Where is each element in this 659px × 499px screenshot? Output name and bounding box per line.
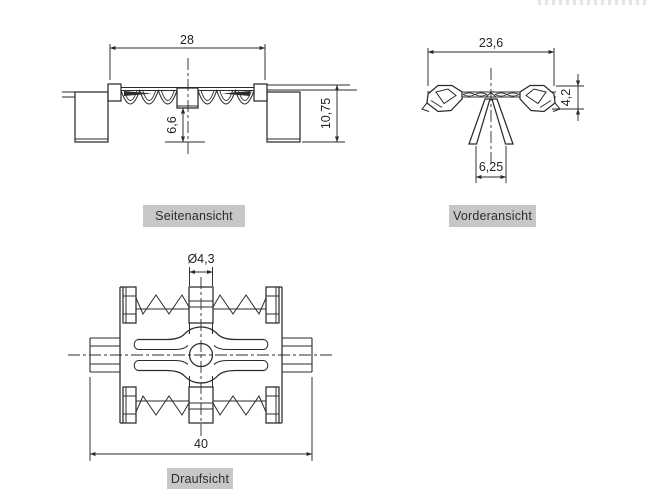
spring-leaf-tip-right (222, 91, 250, 96)
front-bar-lens-details (462, 92, 520, 97)
cropped-text-fragment (538, 0, 648, 5)
dim-40-text: 40 (194, 437, 208, 451)
dim-1075-text: 10,75 (319, 98, 333, 129)
dim-625-text: 6,25 (479, 160, 503, 174)
dim-42-text: 4,2 (559, 89, 573, 106)
dim-top-hole: Ø4,3 (187, 252, 215, 286)
top-view-label: Draufsicht (167, 468, 233, 489)
top-view-drawing: Ø4,3 40 (68, 252, 334, 461)
side-view-drawing: 28 6,6 10,75 (62, 33, 357, 155)
dim-side-height: 10,75 (302, 84, 345, 143)
dim-front-width: 23,6 (427, 36, 555, 86)
front-right-clip (519, 84, 561, 113)
front-view-drawing: 23,6 4,2 6,25 (421, 36, 584, 183)
front-left-leg (468, 98, 491, 145)
side-left-leg (74, 91, 109, 143)
top-zigzag-lower-left (135, 394, 190, 416)
dim-top-width: 40 (89, 377, 313, 461)
dim-40-extension-lines (89, 377, 313, 461)
side-center-block (176, 87, 199, 109)
dim-front-clip-height: 4,2 (552, 74, 584, 121)
side-left-rail (62, 91, 75, 98)
dim-side-center-depth: 6,6 (165, 107, 205, 143)
spring-scallops-right (197, 88, 255, 105)
top-corner-tabs (122, 286, 280, 424)
dim-66-text: 6,6 (165, 116, 179, 133)
top-slot-upper-inner (138, 345, 264, 351)
dim-side-width: 28 (109, 33, 266, 80)
top-zigzag-upper-right (212, 294, 267, 316)
top-slot-lower-inner (138, 359, 264, 365)
spring-scallops-left (120, 88, 178, 105)
top-block-ring-connectors (189, 323, 213, 387)
side-left-clip (107, 83, 122, 102)
top-left-rail (89, 337, 120, 373)
dim-side-width-text: 28 (180, 33, 194, 47)
top-zigzag-upper-left (135, 294, 190, 316)
spring-leaf-tip-left (124, 91, 152, 96)
dim-front-leg-gap: 6,25 (475, 146, 507, 183)
top-slot-end-caps (133, 338, 269, 372)
front-right-leg (491, 98, 514, 145)
dim-side-width-extension-lines (109, 44, 266, 80)
side-right-leg (266, 91, 301, 143)
top-right-rail (282, 337, 313, 373)
side-right-rail (267, 84, 357, 91)
dim-236-text: 23,6 (479, 36, 503, 50)
dim-236-extension-lines (427, 48, 555, 86)
dim-43-text: Ø4,3 (187, 252, 214, 266)
top-zigzag-lower-right (212, 394, 267, 416)
side-right-clip (253, 83, 268, 102)
front-view-label: Vorderansicht (449, 205, 536, 227)
front-left-clip (421, 84, 463, 113)
side-view-label: Seitenansicht (143, 205, 245, 227)
